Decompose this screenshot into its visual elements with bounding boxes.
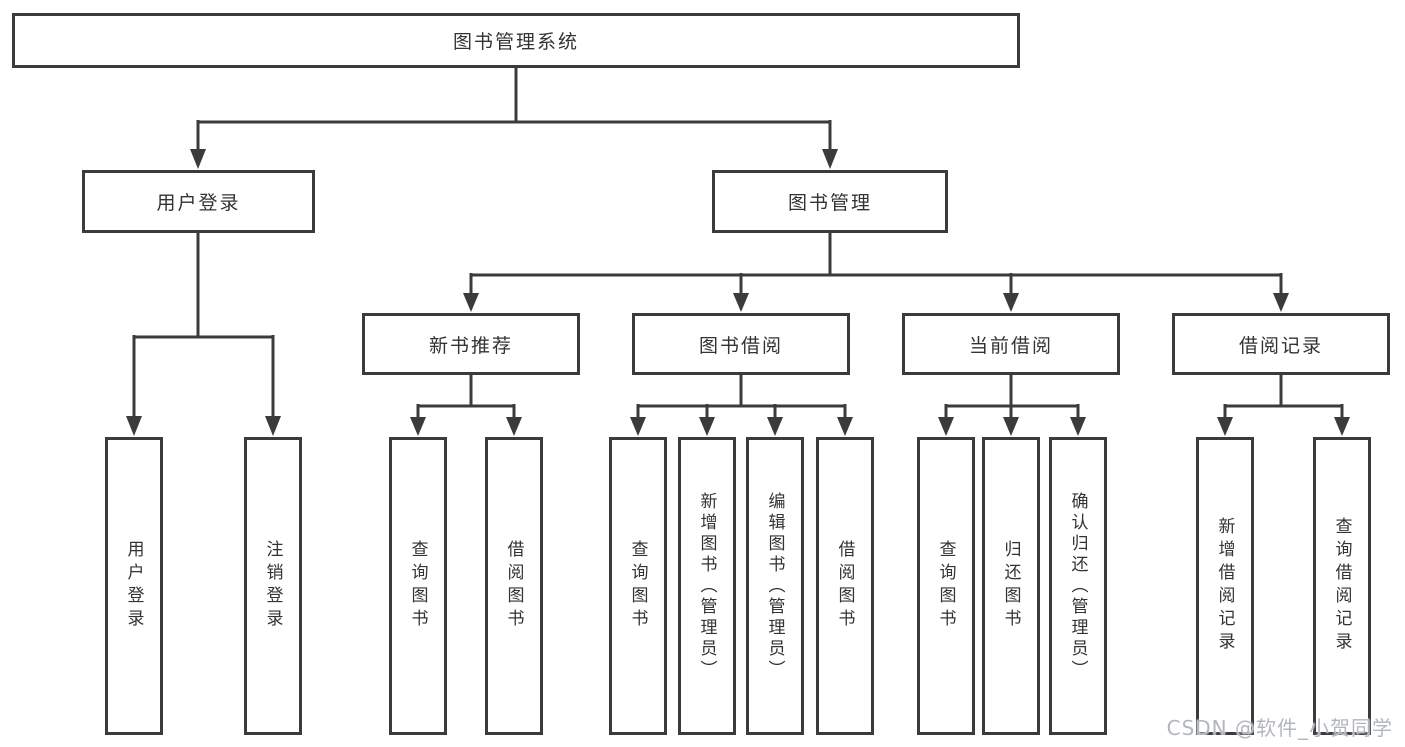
node-borrowing-records: 借阅记录 xyxy=(1172,313,1390,375)
node-current-borrowing: 当前借阅 xyxy=(902,313,1120,375)
leaf-label: 编辑图书（管理员） xyxy=(764,491,785,681)
node-book-management-system: 图书管理系统 xyxy=(12,13,1020,68)
leaf-add-books-admin: 新增图书（管理员） xyxy=(678,437,736,735)
leaf-label: 借阅图书 xyxy=(503,540,524,632)
leaf-query-books-current: 查询图书 xyxy=(917,437,975,735)
leaf-confirm-return-admin: 确认归还（管理员） xyxy=(1049,437,1107,735)
leaf-edit-books-admin: 编辑图书（管理员） xyxy=(746,437,804,735)
leaf-label: 查询图书 xyxy=(627,540,648,632)
csdn-watermark: CSDN @软件_小贺同学 xyxy=(1166,716,1393,740)
leaf-label: 查询借阅记录 xyxy=(1331,517,1352,655)
leaf-label: 用户登录 xyxy=(123,540,144,632)
leaf-add-borrow-record: 新增借阅记录 xyxy=(1196,437,1254,735)
node-book-borrowing: 图书借阅 xyxy=(632,313,850,375)
node-book-management: 图书管理 xyxy=(712,170,948,233)
leaf-user-login: 用户登录 xyxy=(105,437,163,735)
leaf-label: 确认归还（管理员） xyxy=(1067,491,1088,681)
leaf-label: 查询图书 xyxy=(935,540,956,632)
leaf-borrow-books-recommend: 借阅图书 xyxy=(485,437,543,735)
node-user-login: 用户登录 xyxy=(82,170,315,233)
leaf-return-books: 归还图书 xyxy=(982,437,1040,735)
node-new-book-recommendation: 新书推荐 xyxy=(362,313,580,375)
leaf-query-books-borrowing: 查询图书 xyxy=(609,437,667,735)
leaf-label: 借阅图书 xyxy=(834,540,855,632)
leaf-borrow-books-borrowing: 借阅图书 xyxy=(816,437,874,735)
leaf-query-books-recommend: 查询图书 xyxy=(389,437,447,735)
leaf-query-borrow-record: 查询借阅记录 xyxy=(1313,437,1371,735)
leaf-label: 新增图书（管理员） xyxy=(696,491,717,681)
leaf-label: 新增借阅记录 xyxy=(1214,517,1235,655)
leaf-label: 归还图书 xyxy=(1000,540,1021,632)
leaf-logout: 注销登录 xyxy=(244,437,302,735)
leaf-label: 查询图书 xyxy=(407,540,428,632)
leaf-label: 注销登录 xyxy=(262,540,283,632)
